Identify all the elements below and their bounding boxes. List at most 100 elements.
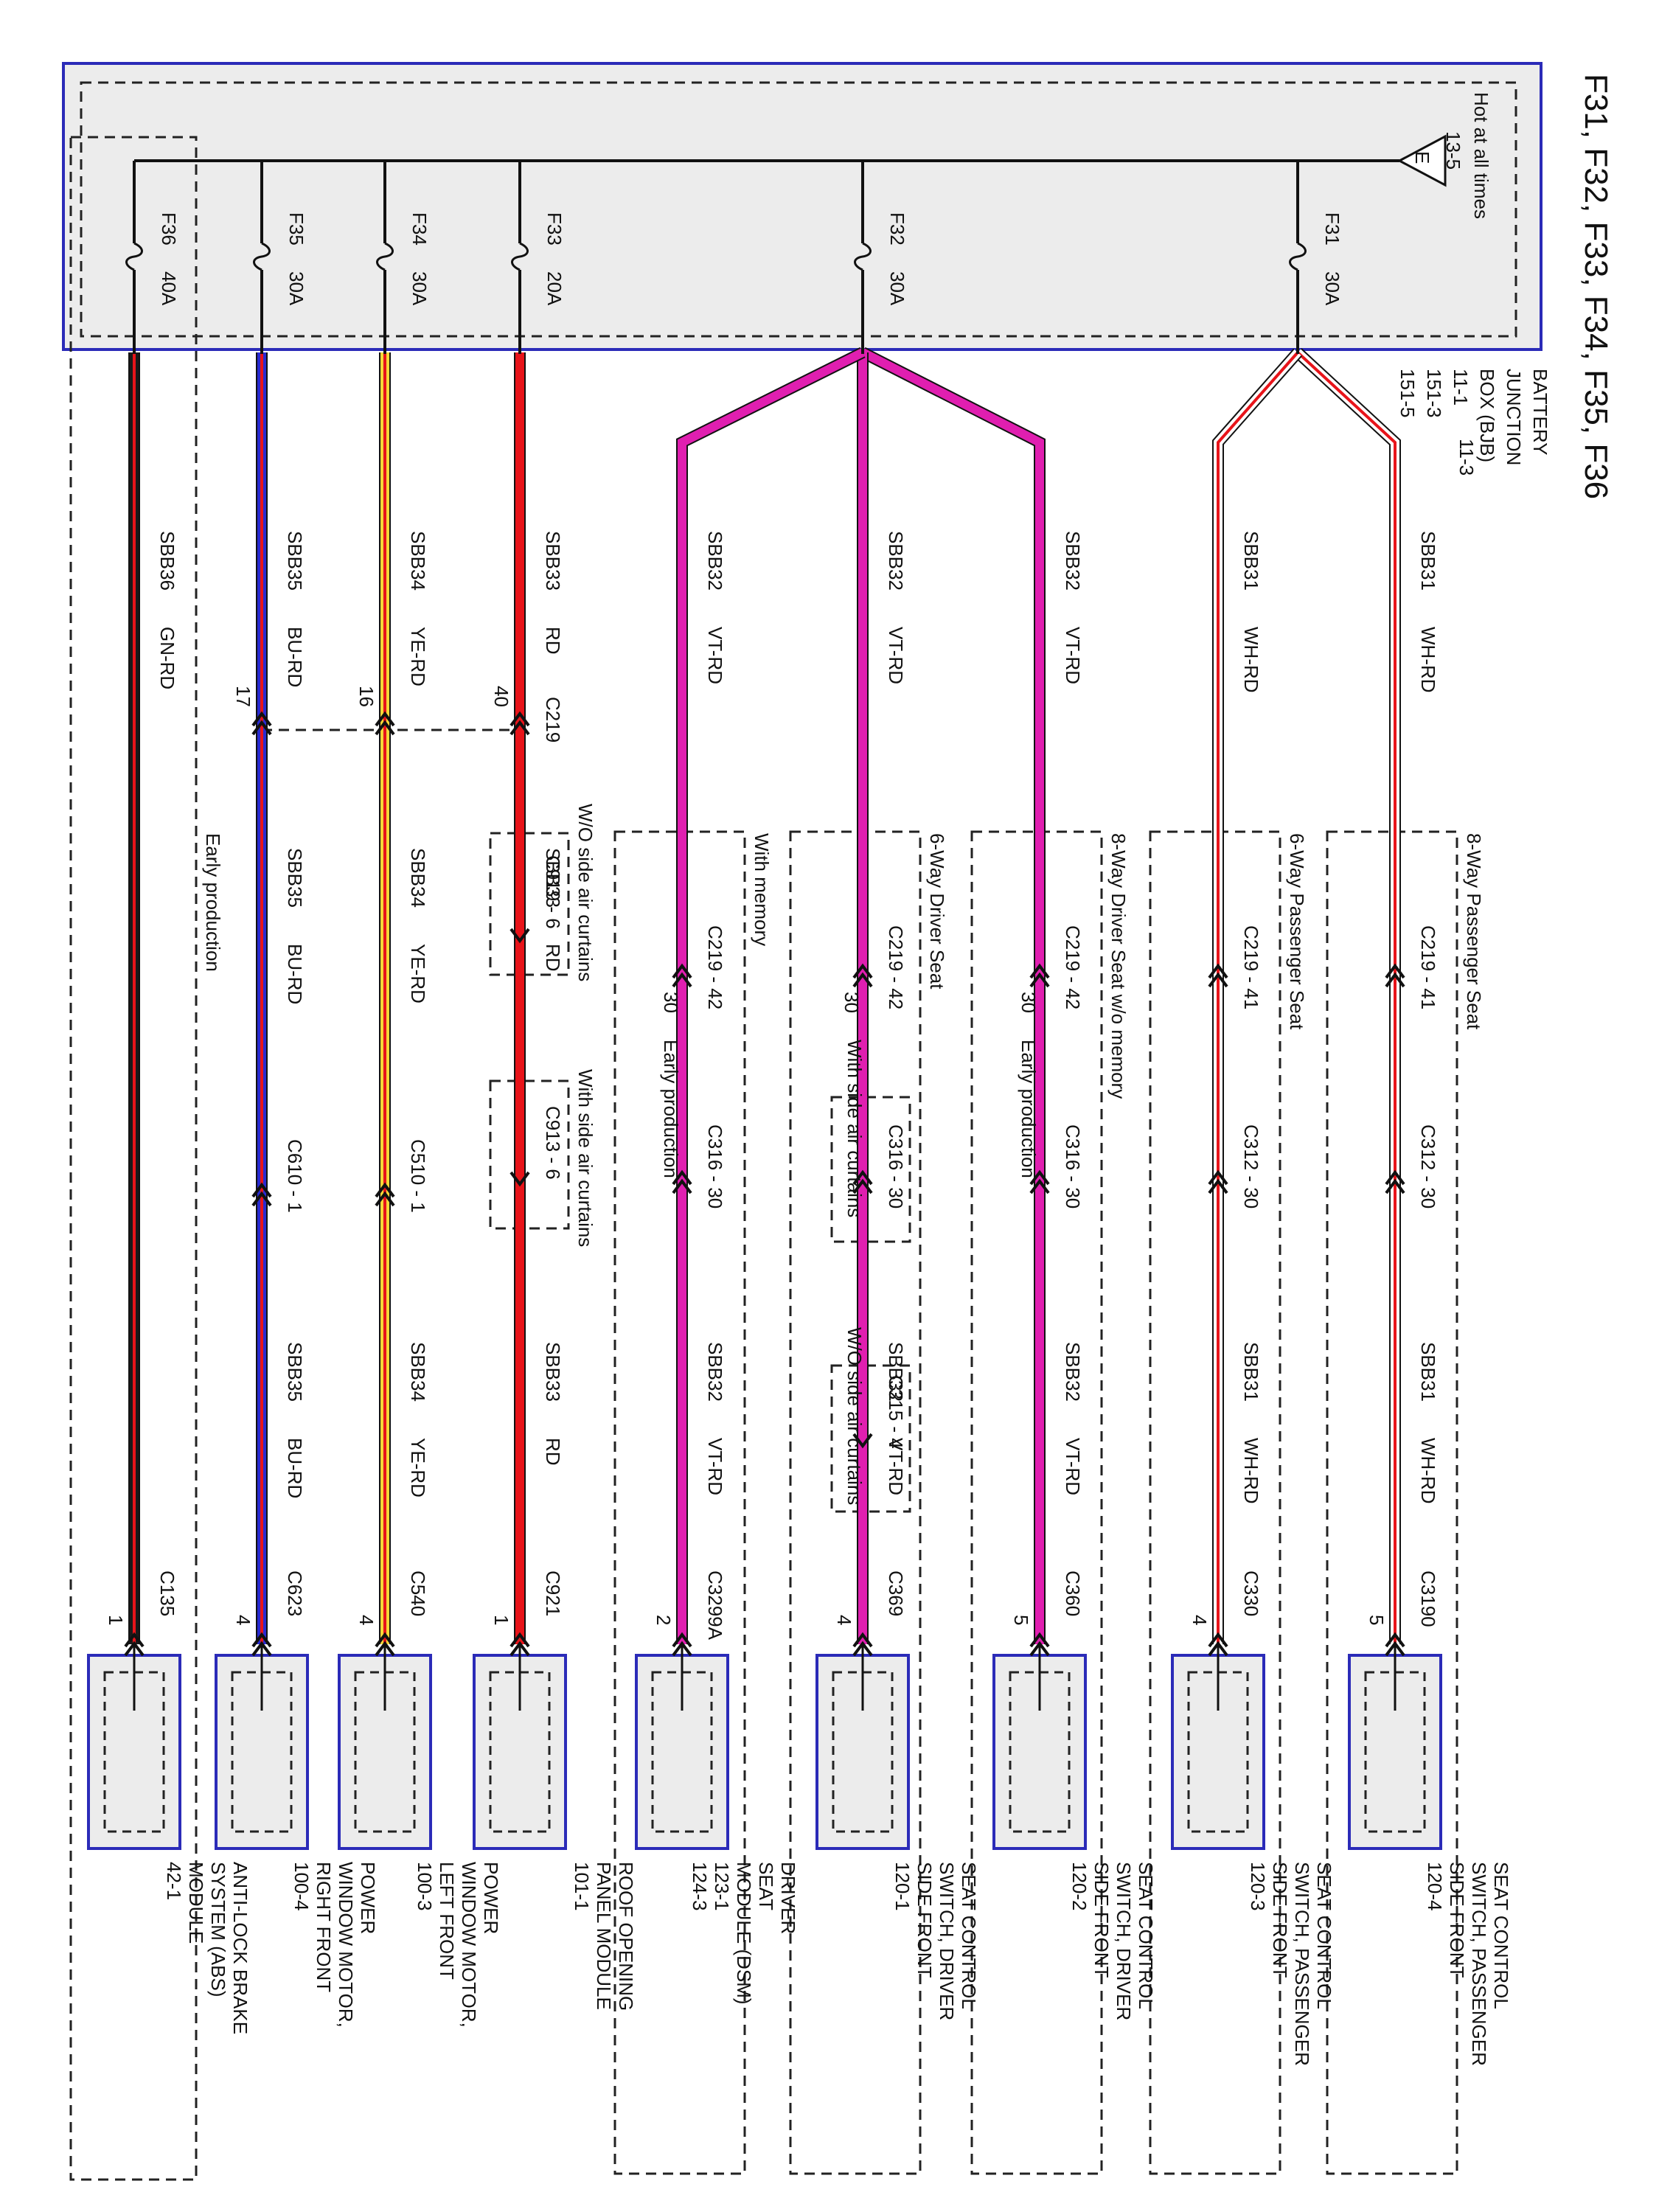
connector-c2-label-4: C316 - 30 <box>704 1124 726 1208</box>
component-label-6-line-1: WINDOW MOTOR, <box>458 1862 480 2028</box>
wire-sbb31-b-stripe <box>1217 351 1299 1644</box>
connector-pin-c1-5: 40 <box>490 686 512 707</box>
wire-color-label-6: YE-RD <box>407 627 429 686</box>
component-label-1-line-3: 120-3 <box>1247 1862 1269 1911</box>
wire-circuit-label-1: SBB31 <box>1240 531 1262 591</box>
connector-c3-label-5: C913 - 6 <box>542 1106 564 1180</box>
conn-term-6-a <box>375 1632 395 1648</box>
connector-c1-label-4: C219 - 42 <box>704 925 726 1009</box>
terminal-label-1: C330 <box>1240 1571 1262 1616</box>
component-label-1-line-0: SEAT CONTROL <box>1313 1862 1335 2009</box>
source-label: Hot at all times <box>1470 92 1492 219</box>
component-label-5-line-0: ROOF OPENING <box>615 1862 637 2011</box>
source-symbol: E <box>1411 151 1433 164</box>
conn-c31x-0-b <box>1385 1178 1405 1194</box>
conn-c219-3-b <box>852 972 873 988</box>
component-label-3-line-3: 120-1 <box>891 1862 914 1911</box>
conn-c913 <box>509 1171 530 1187</box>
fuse-id-F32: F32 <box>886 212 908 246</box>
component-label-2-line-2: SIDE FRONT <box>1091 1862 1113 1978</box>
terminal-label-4: C3299A <box>704 1571 726 1641</box>
group-g7 <box>489 1079 570 1230</box>
wire-circuit-label2-5: SBB33 <box>542 1342 564 1402</box>
wire-color-label2-3: VT-RD <box>885 1438 907 1495</box>
fuse-box-inner <box>80 81 1517 338</box>
terminal-pin-8: 1 <box>105 1615 127 1625</box>
component-label-1-line-2: SIDE FRONT <box>1269 1862 1291 1978</box>
connector-c2-label-5: C919 - 6 <box>542 855 564 929</box>
conn-term-3-a <box>852 1632 873 1648</box>
wire-circuit-label2-4: SBB32 <box>704 1342 726 1402</box>
conn-c219-1-b <box>1208 972 1228 988</box>
conn-c219-pin-6-a <box>375 711 395 727</box>
junction-box-ref2: 11-3 <box>1455 439 1478 476</box>
wire-color-label-1: WH-RD <box>1240 627 1262 693</box>
boxes-layer <box>62 62 1543 2181</box>
component-label-4-line-4: 124-3 <box>689 1862 711 1911</box>
wire-color-label2-2: VT-RD <box>1062 1438 1084 1495</box>
wire-sbb32-c-stripe <box>681 351 863 1644</box>
group-label-g2: 6-Way Passenger Seat <box>1286 833 1308 1030</box>
fuse-id-F34: F34 <box>408 212 431 246</box>
component-label-7-line-1: WINDOW MOTOR, <box>335 1862 357 2028</box>
wire-circuit-label-3: SBB32 <box>885 531 907 591</box>
component-label-8-line-0: ANTI-LOCK BRAKE <box>229 1862 251 2034</box>
fuse-rating-F33: 20A <box>543 271 566 306</box>
wires-layer <box>128 347 1401 1644</box>
conn-c510-b <box>375 1191 395 1207</box>
component-label-3-line-1: SWITCH, DRIVER <box>936 1862 958 2020</box>
conn-c219-2-b <box>1029 972 1050 988</box>
wire-circuit-mid-7: SBB35 <box>284 848 306 908</box>
wire-circuit-mid-5: SBB33 <box>542 848 564 908</box>
terminal-pin-6: 4 <box>355 1615 378 1625</box>
fuse-symbol-F34 <box>376 242 394 271</box>
group-label-g1: 8-Way Passenger Seat <box>1463 833 1485 1030</box>
conn-c219-pin-7-b <box>251 720 272 736</box>
terminal-pin-2: 5 <box>1010 1615 1032 1625</box>
terminal-label-5: C921 <box>542 1571 564 1616</box>
fuse-symbol-F33 <box>511 242 529 271</box>
marks-layer <box>124 134 1447 1711</box>
junction-box-line-0: BATTERY <box>1529 369 1551 456</box>
wire-circuit-label2-3: SBB32 <box>885 1342 907 1402</box>
conn-term-4-a <box>672 1632 692 1648</box>
wire-circuit-label2-6: SBB34 <box>407 1342 429 1402</box>
component-label-6-line-0: POWER <box>480 1862 502 1934</box>
component-label-5-line-2: 101-1 <box>571 1862 593 1911</box>
conn-c31x-3-a <box>852 1169 873 1186</box>
junction-box-line-4: 151-3 <box>1423 369 1445 418</box>
terminal-label-7: C623 <box>284 1571 306 1616</box>
connector-c3-label-3: C315 - 4 <box>885 1375 907 1449</box>
group-g4-sub2 <box>830 1364 911 1513</box>
terminal-pin-1: 4 <box>1189 1615 1211 1625</box>
group-g5 <box>613 830 746 2175</box>
fuse-id-F35: F35 <box>285 212 307 246</box>
fuse-id-F36: F36 <box>158 212 180 246</box>
conn-c219-0-b <box>1385 972 1405 988</box>
component-label-8-line-2: MODULE <box>185 1862 207 1944</box>
component-label-4-line-2: MODULE (DSM) <box>733 1862 755 2005</box>
conn-c219-pin-7-a <box>251 711 272 727</box>
component-label-0-line-0: SEAT CONTROL <box>1490 1862 1512 2009</box>
sub-label-2-3: W/O side air curtains <box>844 1327 866 1505</box>
wire-color-label2-7: BU-RD <box>284 1438 306 1498</box>
connector-c1-label-1: C219 - 41 <box>1240 925 1262 1009</box>
component-label-7-line-0: POWER <box>357 1862 379 1934</box>
component-label-0-line-2: SIDE FRONT <box>1446 1862 1468 1978</box>
terminal-pin-3: 4 <box>833 1615 855 1625</box>
conn-c219-3-a <box>852 963 873 979</box>
text-layer: F31, F32, F33, F34, F35, F36F3130AF3230A… <box>105 74 1614 2066</box>
wire-circuit-label-6: SBB34 <box>407 531 429 591</box>
conn-term-8-a <box>124 1632 145 1648</box>
group-g3 <box>970 830 1103 2175</box>
conn-c31x-3-b <box>852 1178 873 1194</box>
component-label-7-line-2: RIGHT FRONT <box>313 1862 335 1992</box>
component-label-8-line-3: 42-1 <box>163 1862 185 1900</box>
wire-color-label2-0: WH-RD <box>1417 1438 1439 1504</box>
fuse-symbol-F35 <box>253 242 271 271</box>
fuse-rating-F31: 30A <box>1321 271 1343 306</box>
connector-c2-label-2: C316 - 30 <box>1062 1124 1084 1208</box>
conn-c219-pin-5-b <box>509 720 530 736</box>
conn-c315 <box>852 1433 873 1449</box>
sub-label-1-3: With side air curtains <box>844 1040 866 1217</box>
